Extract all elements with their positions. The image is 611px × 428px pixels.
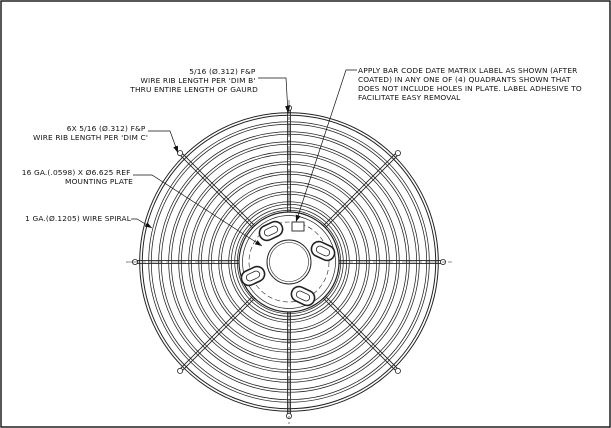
leader-lines (131, 69, 357, 247)
leader-mounting-plate (133, 174, 263, 247)
mounting-slot (258, 220, 284, 242)
note-wire-rib-c: 6X 5/16 (Ø.312) F&P WIRE RIB LENGTH PER … (33, 124, 148, 142)
mounting-slot (290, 285, 316, 307)
rib-end-tab (177, 150, 184, 157)
note-wire-spiral: 1 GA.(Ø.1205) WIRE SPIRAL (25, 214, 132, 223)
wire-rib (180, 155, 253, 228)
wire-rib (323, 298, 396, 371)
mounting-plate (238, 211, 340, 313)
wire-rib (325, 296, 398, 369)
mounting-slot (310, 240, 336, 262)
leader-wire-rib-b (258, 77, 291, 114)
annotation-notes: 5/16 (Ø.312) F&P WIRE RIB LENGTH PER 'DI… (22, 66, 584, 223)
note-mounting-plate: 16 GA.(.0598) X Ø6.625 REF MOUNTING PLAT… (22, 168, 133, 186)
bar-code-label-box (291, 221, 305, 232)
rib-end-tab (177, 367, 184, 374)
mounting-slot (240, 265, 266, 287)
note-wire-rib-b: 5/16 (Ø.312) F&P WIRE RIB LENGTH PER 'DI… (129, 67, 258, 94)
wire-rib (325, 155, 398, 228)
wire-rib (323, 153, 396, 226)
wire-rib (182, 153, 255, 226)
leader-bar-code (295, 69, 357, 223)
leader-wire-rib-c (148, 130, 179, 154)
wire-ribs (137, 110, 441, 414)
fan-guard (126, 100, 452, 424)
rib-end-tab (394, 367, 401, 374)
wire-rib (182, 298, 255, 371)
wire-rib (180, 296, 253, 369)
leader-wire-spiral (131, 218, 153, 229)
note-bar-code: APPLY BAR CODE DATE MATRIX LABEL AS SHOW… (358, 66, 584, 102)
rib-end-tab (394, 150, 401, 157)
